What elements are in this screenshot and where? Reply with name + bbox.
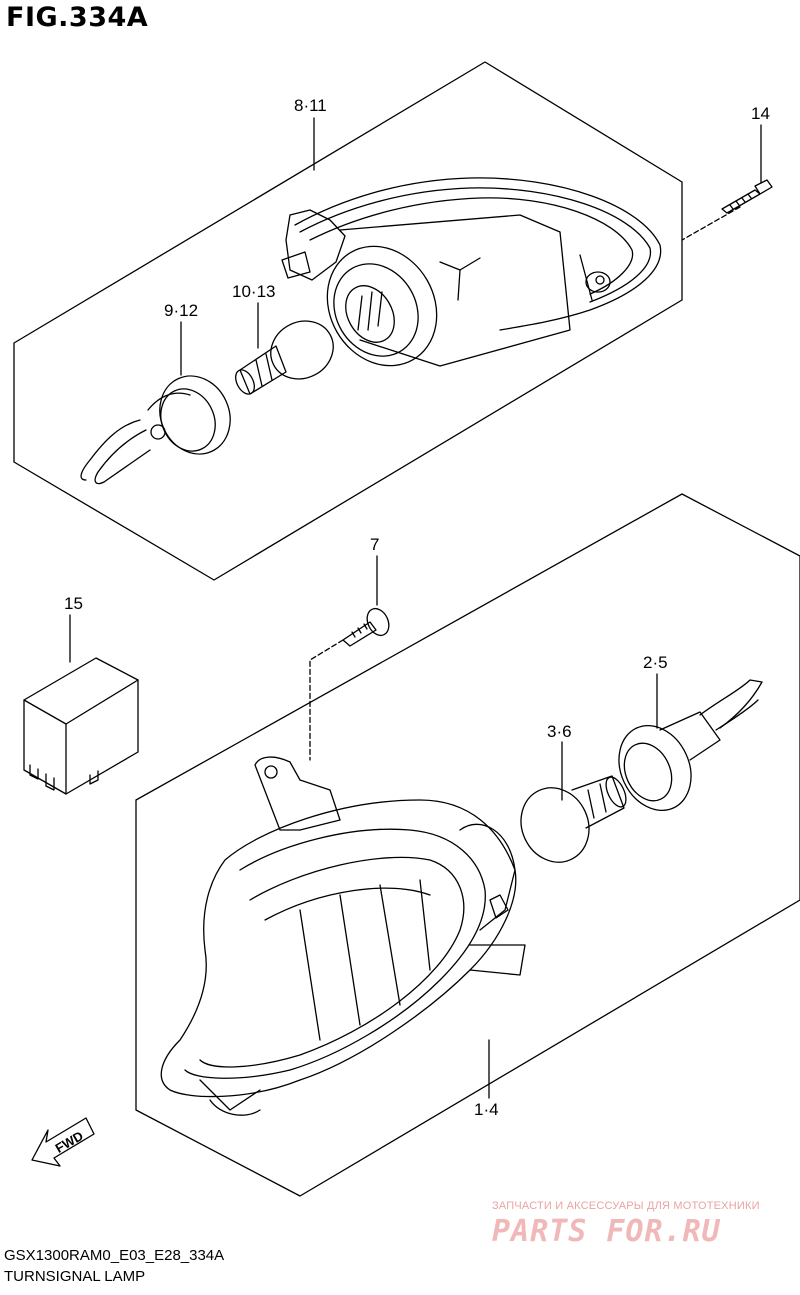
screw-14-icon [722,180,772,213]
watermark-logo: PARTS FOR.RU [492,1214,721,1249]
socket-9-12-icon [81,364,243,483]
screw-7-icon [343,605,393,646]
part-label-8-11: 8·11 [294,96,327,115]
part-label-15: 15 [64,594,83,613]
part-label-10-13: 10·13 [232,282,276,301]
front-lamp-icon [161,757,525,1115]
socket-2-5-icon [606,680,762,822]
figure-code: GSX1300RAM0_E03_E28_334A [4,1247,225,1264]
figure-name: TURNSIGNAL LAMP [4,1268,146,1285]
part-label-1-4: 1·4 [474,1100,499,1119]
part-label-9-12: 9·12 [164,301,199,320]
part-label-14: 14 [751,104,770,123]
rear-lamp-housing-icon [282,178,661,386]
fwd-arrow-icon [32,1118,94,1166]
part-label-7: 7 [370,535,380,554]
lower-group-boundary [136,494,800,1196]
relay-15-icon [24,658,138,794]
upper-group-boundary [14,62,682,580]
part-label-2-5: 2·5 [643,653,668,672]
part-label-3-6: 3·6 [547,722,572,741]
bulb-10-13-icon [232,310,344,397]
figure-title: FIG.334A [6,2,149,33]
watermark-tagline: ЗАПЧАСТИ И АКСЕССУАРЫ ДЛЯ МОТОТЕХНИКИ [492,1200,760,1212]
bulb-3-6-icon [509,774,630,873]
